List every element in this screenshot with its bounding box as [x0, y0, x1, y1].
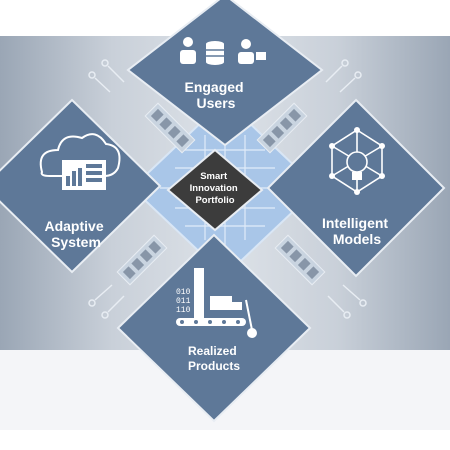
- tile-adaptive-system: Adaptive System: [0, 98, 162, 274]
- node-label-engaged: Engaged Users: [184, 79, 247, 111]
- svg-text:011: 011: [176, 297, 191, 306]
- node-label-realized: Realized Products: [188, 344, 240, 373]
- svg-text:010: 010: [176, 288, 191, 297]
- tile-intelligent-models: Intelligent Models: [266, 98, 446, 278]
- svg-text:110: 110: [176, 306, 191, 315]
- circuit-traces: [88, 59, 367, 319]
- connector-bottom-left: [116, 234, 168, 286]
- node-label-adaptive: Adaptive System: [44, 218, 107, 250]
- connector-bottom-right: [274, 234, 326, 286]
- center-node: Smart Innovation Portfolio: [166, 148, 264, 232]
- lightbulb-network-icon: [329, 127, 385, 195]
- people-and-data-icon: [180, 37, 266, 65]
- node-label-intelligent: Intelligent Models: [322, 215, 392, 247]
- connector-top-left: [144, 102, 196, 154]
- center-label: Smart Innovation Portfolio: [190, 171, 241, 206]
- cloud-dashboard-icon: [39, 133, 121, 190]
- tile-realized-products: 010 011 110 Realized Products: [116, 233, 312, 423]
- factory-conveyor-icon: 010 011 110: [176, 268, 257, 338]
- tile-engaged-users: Engaged Users: [126, 0, 324, 147]
- connector-top-right: [256, 102, 308, 154]
